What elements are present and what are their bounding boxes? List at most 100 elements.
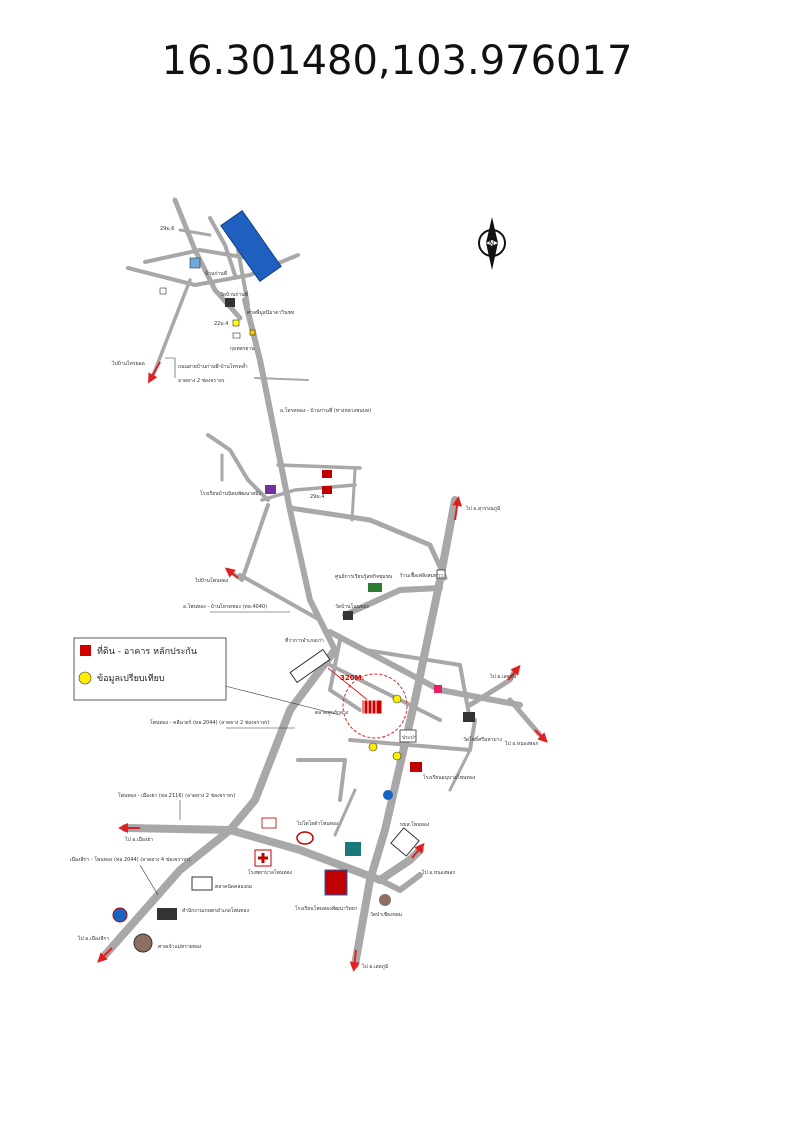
comparison-points bbox=[368, 694, 402, 761]
direction-arrows bbox=[97, 361, 548, 972]
compass-label: N bbox=[489, 240, 494, 248]
road bbox=[260, 483, 357, 502]
reservoir bbox=[220, 209, 282, 283]
poi-marker bbox=[368, 583, 382, 592]
school-marker bbox=[265, 485, 276, 494]
road bbox=[287, 505, 448, 581]
old-district-office bbox=[289, 648, 331, 684]
map-label: ไป อ.เสลภูมิ bbox=[489, 673, 516, 680]
map-label: 29ม.6 bbox=[160, 226, 174, 232]
map-coordinates-title: 16.301480,103.976017 bbox=[161, 38, 633, 84]
road bbox=[238, 573, 322, 622]
road bbox=[208, 216, 237, 277]
map-label: สำนักงานเกษตรอำเภอโพนทอง bbox=[182, 907, 249, 914]
road-network bbox=[101, 197, 543, 969]
road bbox=[121, 824, 424, 884]
school-marker bbox=[410, 762, 422, 772]
road bbox=[254, 377, 309, 381]
road bbox=[507, 697, 543, 738]
compass-icon: N bbox=[478, 217, 506, 270]
legend-box bbox=[73, 637, 227, 701]
road bbox=[363, 648, 462, 667]
map-label: อ.โพนทอง - บ้านโทรคทอง (ทล.4040) bbox=[183, 603, 267, 610]
map-labels: 29ม.6 บ้านก่านพี่ วัดบ้านก่านพี่ ศาลพี่ม… bbox=[70, 226, 538, 970]
road bbox=[350, 468, 357, 522]
legend-swatch-comparison bbox=[78, 671, 92, 685]
road bbox=[458, 663, 472, 722]
market-marker bbox=[191, 876, 213, 891]
map-label: ไปบ้านไทรยอด bbox=[111, 360, 145, 367]
comparison-point bbox=[392, 751, 402, 761]
poi-marker bbox=[345, 842, 361, 856]
radius-circle bbox=[342, 673, 408, 739]
temple-marker bbox=[463, 712, 475, 722]
map-label: ลาดยาง 2 ช่องจราจร bbox=[178, 378, 225, 384]
road bbox=[276, 463, 362, 470]
office-marker bbox=[157, 908, 177, 920]
legend-label-comparison: ข้อมูลเปรียบเทียบ bbox=[97, 673, 165, 684]
map-label: โรงเรียนอนุบาลโพนทอง bbox=[423, 774, 476, 781]
poi-marker bbox=[232, 332, 241, 339]
map-label: ไป อ.หนองพอก bbox=[421, 869, 455, 876]
road bbox=[377, 872, 423, 893]
arrow-north-east bbox=[452, 496, 463, 521]
property-lines bbox=[363, 700, 377, 714]
map-label: โรงเรียนโพนทองพัฒนาวิทยา bbox=[295, 905, 358, 912]
map-label: ตลาดนัดคลองถม bbox=[215, 884, 252, 890]
leader-lines bbox=[139, 357, 341, 896]
road bbox=[101, 646, 339, 959]
map-label: ที่ว่าการอำเภอเก่า bbox=[285, 637, 324, 644]
arrow-east-lower bbox=[534, 729, 548, 743]
poi-marker bbox=[261, 817, 277, 829]
bus-terminal-marker bbox=[390, 827, 420, 857]
map-label: โรงพยาบาลโพนทอง bbox=[248, 869, 293, 876]
map-label: วัดบ้านโนนทอง bbox=[335, 603, 369, 610]
arrow-west bbox=[224, 567, 239, 579]
poi-marker bbox=[159, 287, 167, 295]
map-label: บ้านก่านพี่ bbox=[205, 270, 227, 277]
temple-marker bbox=[343, 611, 353, 620]
poi-marker bbox=[436, 569, 446, 579]
poi-marker bbox=[232, 319, 240, 327]
map-label: วัดป่าเชียงหอม bbox=[370, 911, 402, 918]
poi-marker bbox=[434, 685, 442, 693]
map-label: บขส.โพนทอง bbox=[400, 821, 430, 828]
road bbox=[448, 748, 472, 792]
school-marker bbox=[324, 869, 348, 896]
subject-property: 320M. bbox=[327, 667, 408, 739]
arrow-south-east bbox=[411, 842, 425, 859]
map-label: ไป อ.หนองพอก bbox=[504, 740, 538, 747]
comparison-point bbox=[368, 742, 378, 752]
temple-marker bbox=[379, 894, 391, 906]
map-label: ประปา bbox=[402, 735, 417, 741]
distance-label: 320M. bbox=[340, 674, 364, 682]
map-label: โพนทอง - คลีนวยร์ (ทล.2044) (ลาดยาง 2 ช่… bbox=[150, 719, 270, 726]
map-label: เมืองสีกา - โพนทอง (ทล.2044) (ลาดยาง 4 ช… bbox=[70, 856, 191, 863]
poi-marker bbox=[399, 729, 417, 743]
map-label: วัดบ้านก่านพี่ bbox=[220, 291, 248, 298]
map-label: ไปโตโยต้าโพนทอง bbox=[296, 820, 339, 827]
map-label: อ.โทรคทอง - บ้านก่านพี่ (ทางหลวงชนบท) bbox=[280, 407, 371, 414]
map-label: ศาลเจ้าแม่ทรายทอง bbox=[158, 943, 202, 950]
road bbox=[242, 297, 338, 653]
map-label: วัดโพธิ์ศรีมหาบาง bbox=[463, 735, 502, 743]
poi-marker bbox=[189, 257, 201, 269]
road bbox=[178, 228, 212, 237]
road bbox=[236, 248, 250, 307]
arrow-east-upper bbox=[507, 664, 521, 681]
road bbox=[342, 585, 443, 618]
road bbox=[351, 496, 459, 969]
map-label: ไป อ.เสลภูมิ bbox=[361, 963, 388, 970]
road bbox=[328, 638, 362, 712]
poi-marker bbox=[112, 907, 128, 923]
map-label: 22ม.4 bbox=[214, 321, 228, 327]
road bbox=[226, 503, 270, 582]
road bbox=[206, 433, 270, 502]
legend-label-property: ที่ดิน - อาคาร หลักประกัน bbox=[97, 644, 197, 657]
map-label: กุมพลรยาน bbox=[230, 346, 255, 352]
map-label: ถนนสายบ้านก่านพี่-บ้านโทรคล้ำ bbox=[178, 361, 248, 370]
arrow-west-village bbox=[148, 361, 161, 384]
road bbox=[296, 758, 347, 802]
legend-swatch-property bbox=[80, 645, 91, 656]
map-label: ร้านเชื้อเพลิงสมทาว bbox=[400, 570, 443, 579]
